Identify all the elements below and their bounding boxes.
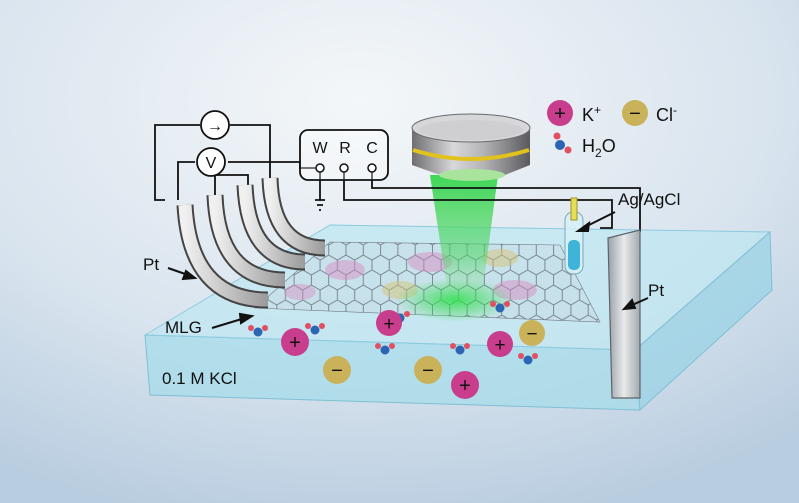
- circuit-wires: [154, 124, 641, 232]
- legend-cation-sign: +: [554, 103, 566, 125]
- laser-spot: [395, 278, 515, 322]
- ammeter-icon: →: [200, 110, 230, 140]
- legend-anion-sign: −: [629, 103, 641, 125]
- legend-cation-icon: +: [547, 100, 573, 126]
- voltmeter-icon: V: [196, 147, 226, 177]
- label-arrows: [167, 211, 649, 329]
- legend-cation-label: K+: [582, 103, 601, 125]
- objective-lens-icon: [411, 113, 531, 181]
- cation-sign: +: [289, 332, 301, 354]
- reference-electrode-label: Ag/AgCl: [618, 190, 680, 209]
- cation-k-icon: +: [451, 371, 479, 399]
- graphene-label: MLG: [165, 318, 202, 337]
- laser-beam: [430, 175, 498, 295]
- anion-cl-icon: −: [414, 356, 442, 384]
- legend-water-label: H2O: [582, 136, 616, 160]
- terminal-w-label: W: [312, 140, 328, 157]
- terminal-c-label: C: [366, 140, 378, 157]
- legend: + K+ − Cl- H2O: [547, 100, 677, 160]
- anion-cl-icon: −: [323, 356, 351, 384]
- cation-k-icon: +: [487, 331, 513, 357]
- anion-cl-icon: −: [519, 320, 545, 346]
- cation-sign: +: [494, 335, 505, 356]
- ammeter-symbol: →: [207, 118, 223, 135]
- cation-sign: +: [459, 375, 471, 397]
- pt-plate-label: Pt: [648, 281, 664, 300]
- pt-probe-label: Pt: [143, 255, 159, 274]
- terminal-r-label: R: [339, 140, 351, 157]
- anion-sign: −: [526, 324, 537, 345]
- voltmeter-symbol: V: [206, 155, 217, 172]
- legend-water-icon: [553, 132, 572, 154]
- cation-k-icon: +: [376, 310, 402, 336]
- electrolyte-label: 0.1 M KCl: [162, 369, 237, 388]
- legend-anion-label: Cl-: [656, 103, 677, 125]
- reference-electrode-icon: [564, 197, 584, 275]
- anion-sign: −: [422, 360, 434, 382]
- pt-probe-tubes: [176, 177, 326, 309]
- cation-k-icon: +: [281, 328, 309, 356]
- potentiostat-box: W R C: [299, 129, 389, 181]
- legend-anion-icon: −: [622, 100, 648, 126]
- cation-sign: +: [383, 314, 394, 335]
- pt-plate-electrode: [607, 229, 641, 399]
- anion-sign: −: [331, 360, 343, 382]
